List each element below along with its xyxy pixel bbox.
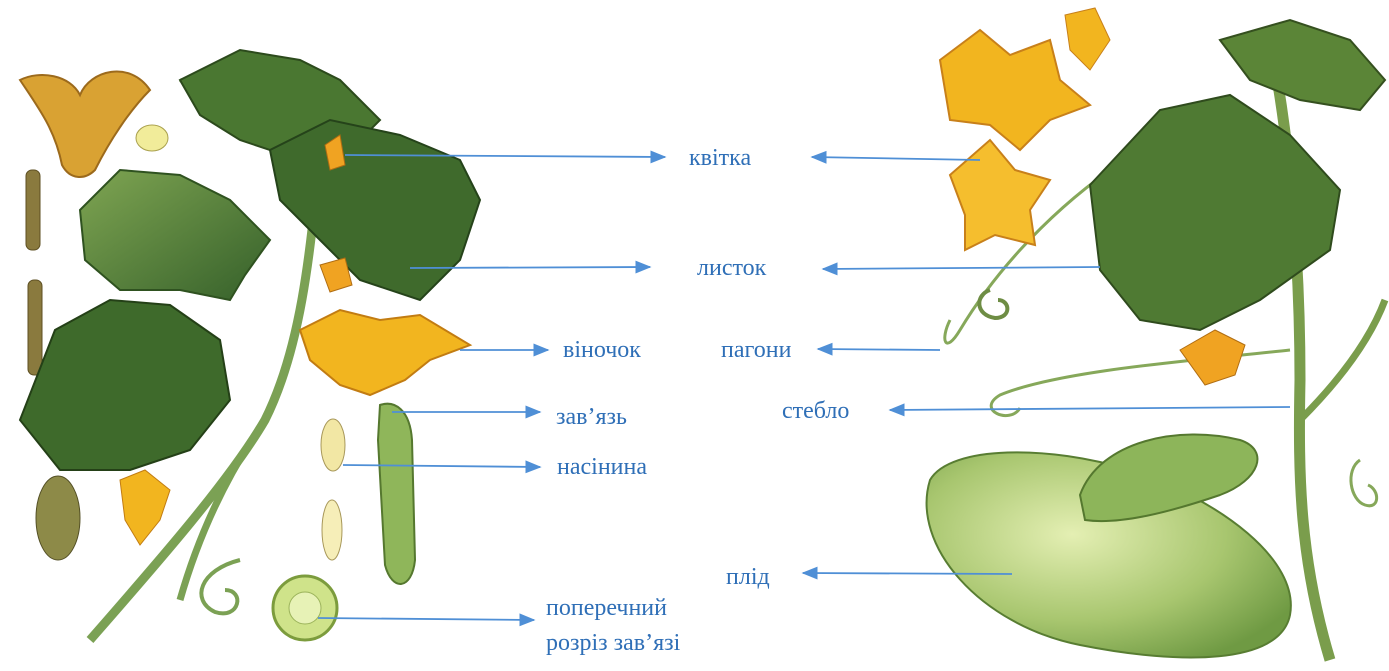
label-stem: стебло	[782, 396, 849, 426]
label-corolla: віночок	[563, 335, 641, 365]
arrow-shoots	[818, 349, 940, 350]
pistil-sketch	[28, 280, 42, 375]
arrow-leaf-left	[410, 267, 650, 268]
arrow-flower-right	[812, 157, 980, 160]
label-shoots: пагони	[721, 335, 791, 365]
stamen-sketch	[26, 170, 40, 250]
arrow-stem	[890, 407, 1290, 410]
label-seed: насінина	[557, 452, 647, 482]
left-plant-illustration	[20, 50, 480, 640]
label-fruit: плід	[726, 562, 770, 592]
arrow-fruit	[803, 573, 1012, 574]
seed-sketch	[136, 125, 168, 151]
label-cross-section-line1: поперечний	[546, 593, 667, 623]
label-flower: квітка	[689, 143, 751, 173]
label-cross-section-line2: розріз зав’язі	[546, 628, 680, 658]
arrow-seed	[343, 465, 540, 467]
arrow-cross-section	[318, 618, 534, 620]
right-plant-illustration	[927, 8, 1385, 660]
arrow-leaf-right	[823, 267, 1100, 269]
corolla-sketch	[20, 71, 150, 176]
ovary-section-sketch	[36, 476, 80, 560]
label-ovary: зав’язь	[556, 402, 627, 432]
label-leaf: листок	[697, 253, 766, 283]
